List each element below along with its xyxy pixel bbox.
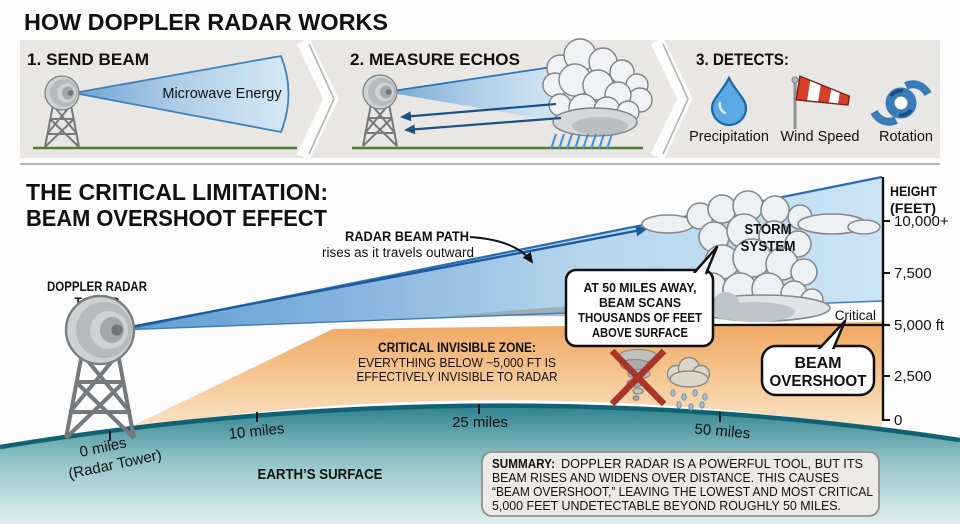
axis-title-line1: HEIGHT <box>890 183 937 199</box>
axis-tick-2500: 2,500 <box>894 368 932 385</box>
summary-line4: 5,000 FEET UNDETECTABLE BEYOND ROUGHLY 5… <box>492 499 841 513</box>
echo-return-arrow-2 <box>404 116 562 135</box>
scan-bubble-line4: ABOVE SURFACE <box>592 325 688 340</box>
axis-tick-5000: 5,000 ft <box>894 317 945 334</box>
droplet-icon <box>710 75 748 127</box>
limitation-title-line2: BEAM OVERSHOOT EFFECT <box>26 205 327 231</box>
scan-bubble-line2: BEAM SCANS <box>599 295 681 310</box>
precipitation-label: Precipitation <box>689 129 769 145</box>
storm-system-cloud <box>641 190 881 324</box>
step3-label: 3. DETECTS: <box>696 50 789 69</box>
tornado-crossed-icon <box>609 348 667 407</box>
invisible-zone-line3: EFFECTIVELY INVISIBLE TO RADAR <box>357 369 558 384</box>
scan-bubble-line1: AT 50 MILES AWAY, <box>584 280 697 295</box>
page-title: HOW DOPPLER RADAR WORKS <box>24 9 388 35</box>
invisible-zone-line1: CRITICAL INVISIBLE ZONE: <box>378 340 536 355</box>
height-axis: HEIGHT (FEET) 10,000+ 7,500 5,000 ft 2,5… <box>881 177 949 429</box>
chevron-separator-1 <box>296 37 339 161</box>
mile-10-label: 10 miles <box>228 420 285 443</box>
echo-return-arrow-1 <box>400 102 557 122</box>
echo-beam-edge <box>385 63 573 93</box>
summary-line1: DOPPLER RADAR IS A POWERFUL TOOL, BUT IT… <box>561 457 863 471</box>
distance-scale <box>109 404 721 441</box>
windsock-icon <box>791 75 851 129</box>
axis-tick-7500: 7,500 <box>894 265 932 282</box>
wind-speed-label: Wind Speed <box>781 129 860 145</box>
doppler-radar-tower-icon <box>64 294 136 440</box>
storm-cloud-small <box>542 38 653 137</box>
limitation-title-line1: THE CRITICAL LIMITATION: <box>26 179 328 205</box>
beam-path-arrow <box>469 236 534 264</box>
beam-overshoot-bubble: BEAM OVERSHOOT <box>760 319 876 397</box>
step-detects: 3. DETECTS: Precipitation Wind Speed <box>689 50 933 145</box>
summary-box: SUMMARY: DOPPLER RADAR IS A POWERFUL TOO… <box>481 451 880 517</box>
invisible-zone-line2: EVERYTHING BELOW ~5,000 FT IS <box>358 355 556 370</box>
summary-label: SUMMARY: <box>492 457 555 471</box>
axis-tick-0: 0 <box>894 412 902 429</box>
rotation-label: Rotation <box>879 129 933 145</box>
axis-tick-10000: 10,000+ <box>894 213 949 230</box>
rain-streaks <box>550 133 613 150</box>
microwave-energy-label: Microwave Energy <box>162 86 282 102</box>
critical-invisible-zone <box>128 322 882 429</box>
axis-title-line2: (FEET) <box>890 200 936 216</box>
critical-label: Critical <box>835 308 876 323</box>
earth-surface-label: EARTH’S SURFACE <box>258 466 383 483</box>
echo-beam-shape <box>386 64 572 124</box>
tower-label-line1: DOPPLER RADAR <box>47 278 147 294</box>
overshoot-bubble-line2: OVERSHOOT <box>770 373 868 390</box>
beam-path-sublabel: rises as it travels outward <box>322 245 474 260</box>
mile-25-label: 25 miles <box>452 414 508 431</box>
hurricane-icon <box>870 80 932 126</box>
beam-path-label: RADAR BEAM PATH <box>345 228 469 244</box>
rain-cloud-icon <box>666 356 711 411</box>
step1-label: 1. SEND BEAM <box>27 50 149 69</box>
scan-bubble-line3: THOUSANDS OF FEET <box>578 310 702 325</box>
step-send-beam: 1. SEND BEAM Microwave Energy <box>27 50 297 150</box>
summary-line2: BEAM RISES AND WIDENS OVER DISTANCE. THI… <box>492 471 839 485</box>
overshoot-bubble-line1: BEAM <box>795 355 842 372</box>
step-measure-echos: 2. MEASURE ECHOS <box>350 38 653 150</box>
beam-center-arrow <box>129 225 648 329</box>
storm-system-label-line2: SYSTEM <box>741 238 796 255</box>
storm-system-label-line1: STORM <box>745 221 792 238</box>
mile-50-label: 50 miles <box>694 421 751 443</box>
microwave-beam-shape <box>73 54 290 134</box>
scan-distance-bubble: AT 50 MILES AWAY, BEAM SCANS THOUSANDS O… <box>564 245 719 348</box>
summary-line3: “BEAM OVERSHOOT,” LEAVING THE LOWEST AND… <box>492 485 873 499</box>
chevron-separator-2 <box>650 37 693 161</box>
step2-label: 2. MEASURE ECHOS <box>350 50 520 69</box>
